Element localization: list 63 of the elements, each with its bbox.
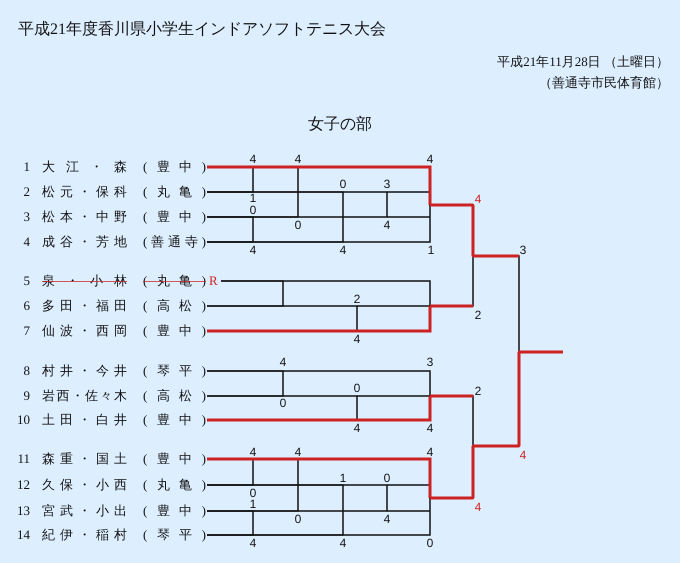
player-name: 仙波・西岡 [42, 324, 127, 338]
score-label: 4 [474, 501, 482, 513]
score-label: 4 [294, 153, 302, 165]
team-name: (高松) [143, 299, 206, 313]
section-heading: 女子の部 [308, 116, 372, 134]
player-number: 1 [24, 160, 30, 174]
score-label: 4 [474, 193, 482, 205]
score-label: 0 [354, 382, 360, 394]
player-name: 岩西・佐々木 [42, 389, 127, 403]
date-text: 平成21年11月28日 （土曜日） [497, 54, 669, 70]
player-number: 3 [24, 210, 30, 224]
score-label: 4 [250, 537, 256, 549]
player-number: 8 [24, 364, 30, 378]
team-name: (丸亀) [143, 478, 206, 492]
player-name: 松元・保科 [42, 185, 127, 199]
player-number: 4 [24, 235, 30, 249]
player-number: 12 [17, 478, 30, 492]
player-number: 6 [24, 299, 30, 313]
score-label: 4 [250, 153, 256, 165]
team-name: (豊中) [143, 504, 206, 518]
team-name: (丸亀) [143, 185, 206, 199]
team-name: (善通寺) [143, 235, 206, 249]
score-label: 2 [474, 309, 482, 321]
score-label: 3 [520, 244, 526, 256]
player-name: 松本・中野 [42, 210, 127, 224]
team-name: (豊中) [143, 160, 206, 174]
title: 平成21年度香川県小学生インドアソフトテニス大会 [18, 21, 386, 39]
score-label: 4 [426, 153, 434, 165]
player-name: 大江・森 [42, 160, 127, 174]
team-name: (豊中) [143, 324, 206, 338]
team-name: (豊中) [143, 452, 206, 466]
player-name: 森重・国土 [42, 452, 127, 466]
player-name: 多田・福田 [42, 299, 127, 313]
player-name: 宮武・小出 [42, 504, 127, 518]
player-name: 村井・今井 [42, 364, 127, 378]
score-label: 0 [426, 537, 434, 549]
player-number: 10 [17, 413, 30, 427]
score-label: 0 [294, 513, 302, 525]
player-number: 7 [24, 324, 30, 338]
player-number: 9 [24, 389, 30, 403]
score-label: 1 [250, 498, 256, 510]
team-name: (高松) [143, 389, 206, 403]
score-label: 4 [520, 449, 526, 461]
player-number: 5 [24, 274, 30, 288]
player-number: 2 [24, 185, 30, 199]
team-name: (琴平) [143, 528, 206, 542]
score-label: 4 [384, 513, 390, 525]
score-label: 3 [426, 356, 434, 368]
player-name: 久保・小西 [42, 478, 127, 492]
team-name: (豊中) [143, 210, 206, 224]
score-label: 2 [474, 385, 482, 397]
team-name: (豊中) [143, 413, 206, 427]
player-number: 13 [17, 504, 30, 518]
player-number: 14 [17, 528, 30, 542]
player-name: 土田・白井 [42, 413, 127, 427]
player-name: 成谷・芳地 [42, 235, 127, 249]
score-label: 4 [340, 537, 346, 549]
score-label: 4 [280, 356, 286, 368]
team-name: (琴平) [143, 364, 206, 378]
venue-text: （善通寺市民体育館） [539, 76, 669, 90]
score-label: 4 [354, 333, 360, 345]
player-number: 11 [17, 452, 30, 466]
player-name: 紀伊・稲村 [42, 528, 127, 542]
